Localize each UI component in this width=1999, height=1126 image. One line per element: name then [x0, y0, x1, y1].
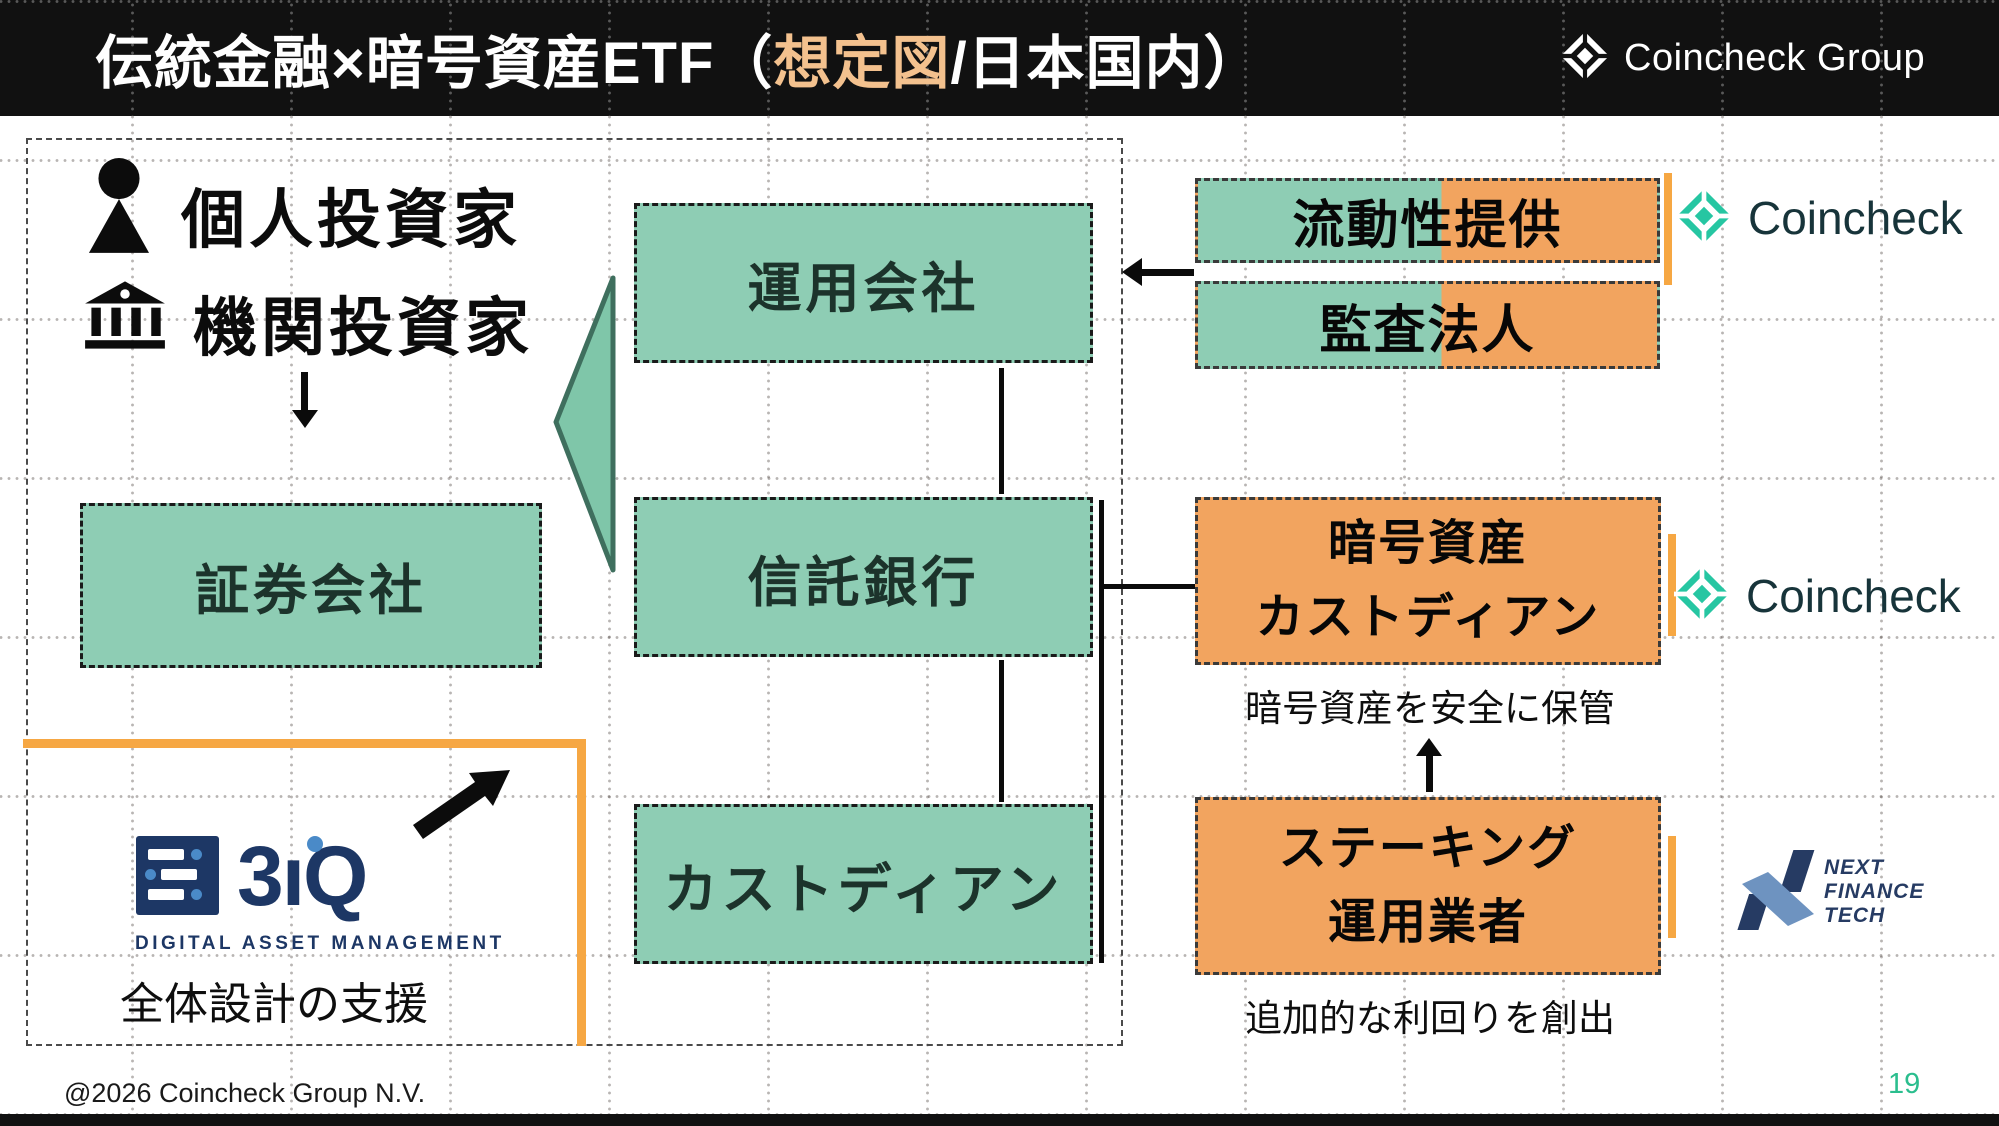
staking-caption: 追加的な利回りを創出 — [1245, 998, 1615, 1039]
down-arrow-head — [292, 410, 318, 428]
institutional-investor-row: 機関投資家 — [83, 272, 533, 373]
threeiq-icon-dot — [145, 869, 156, 880]
staking-line2: 運用業者 — [1327, 896, 1528, 949]
header-bar: 伝統金融×暗号資産ETF（想定図/日本国内） Coincheck Group — [0, 0, 1999, 116]
connector-to-crypto-custodian — [1102, 584, 1197, 589]
threeiq-i-dot — [307, 836, 323, 852]
crypto-custodian-box: 暗号資産 カストディアン — [1195, 497, 1661, 665]
tech-word: TECH — [1824, 904, 1885, 927]
coincheck-diamond-icon — [1558, 28, 1612, 86]
accent-bar-liquidity — [1664, 173, 1672, 285]
crypto-custodian-caption: 暗号資産を安全に保管 — [1245, 688, 1615, 729]
threeiq-icon-bar — [148, 849, 184, 860]
coincheck-logo-1: Coincheck — [1674, 185, 1963, 249]
threeiq-icon — [136, 836, 219, 915]
left-arrow-head — [1122, 258, 1142, 286]
trust-bank-label: 信託銀行 — [747, 552, 980, 613]
staking-line1: ステーキング — [1278, 821, 1578, 875]
title-highlight: 想定図 — [773, 31, 951, 96]
coincheck-diamond-icon — [1674, 185, 1734, 249]
auditor-box: 監査法人 — [1195, 281, 1660, 369]
page-title: 伝統金融×暗号資産ETF（想定図/日本国内） — [95, 0, 1263, 116]
bank-icon — [83, 272, 167, 373]
threeiq-icon-dot — [191, 849, 202, 860]
finance-word: FINANCE — [1824, 880, 1924, 903]
coincheck-diamond-icon — [1672, 563, 1732, 627]
connector-trust-custodian — [999, 660, 1004, 802]
up-arrow — [1426, 754, 1433, 792]
accent-bar-crypto — [1668, 534, 1676, 636]
individual-investor-label: 個人投資家 — [181, 183, 521, 256]
accent-bar-staking — [1668, 836, 1676, 938]
page-number: 19 — [1888, 1068, 1921, 1100]
down-arrow — [301, 372, 308, 414]
individual-investor-row: 個人投資家 — [83, 158, 521, 271]
threeiq-icon-dot — [191, 889, 202, 900]
up-arrow-head — [1416, 738, 1442, 756]
connector-right-vertical — [1099, 500, 1104, 963]
orange-line-horizontal — [23, 739, 586, 748]
threeiq-icon-bar — [161, 869, 197, 880]
coincheck-logo-2: Coincheck — [1672, 563, 1961, 627]
left-arrow — [1140, 269, 1194, 276]
institutional-investor-label: 機関投資家 — [193, 291, 533, 364]
securities-company-label: 証券会社 — [195, 561, 427, 621]
threeiq-icon-bar — [148, 889, 184, 900]
liquidity-label: 流動性提供 — [1292, 197, 1563, 255]
crypto-custodian-line1: 暗号資産 — [1327, 516, 1528, 570]
diagonal-arrow-icon — [413, 770, 510, 839]
liquidity-box: 流動性提供 — [1195, 178, 1660, 263]
securities-company-box: 証券会社 — [80, 503, 542, 668]
crypto-custodian-label: 暗号資産 カストディアン — [1256, 507, 1601, 656]
big-left-arrow-icon — [553, 275, 616, 573]
asset-manager-box: 運用会社 — [634, 203, 1093, 363]
auditor-label: 監査法人 — [1319, 301, 1536, 360]
next-word: NEXT — [1824, 856, 1885, 879]
next-finance-tech-logo: NEXT FINANCE TECH — [1737, 850, 1924, 930]
crypto-custodian-line2: カストディアン — [1255, 591, 1601, 644]
threeiq-wordmark: 3ıQ — [237, 829, 368, 923]
brand-name: Coincheck Group — [1624, 36, 1926, 79]
staking-operator-box: ステーキング 運用業者 — [1195, 797, 1661, 975]
coincheck-wordmark: Coincheck — [1748, 192, 1963, 244]
person-icon — [83, 158, 155, 271]
title-suffix: /日本国内） — [950, 31, 1263, 96]
coincheck-wordmark: Coincheck — [1746, 570, 1961, 622]
diagram-frame — [26, 138, 1123, 1046]
staking-operator-label: ステーキング 運用業者 — [1279, 812, 1578, 961]
title-prefix: 伝統金融×暗号資産ETF（ — [95, 31, 774, 96]
custodian-label: カストディアン — [663, 859, 1064, 920]
bottom-bar — [0, 1114, 1999, 1126]
connector-asset-trust — [999, 368, 1004, 494]
threeiq-subtitle: DIGITAL ASSET MANAGEMENT — [135, 933, 505, 954]
asset-manager-label: 運用会社 — [747, 258, 980, 319]
copyright-text: @2026 Coincheck Group N.V. — [64, 1078, 426, 1108]
coincheck-group-logo: Coincheck Group — [1558, 0, 1926, 116]
orange-line-vertical — [577, 739, 586, 1046]
trust-bank-box: 信託銀行 — [634, 497, 1093, 657]
threeiq-caption: 全体設計の支援 — [120, 980, 428, 1029]
custodian-box: カストディアン — [634, 804, 1093, 964]
